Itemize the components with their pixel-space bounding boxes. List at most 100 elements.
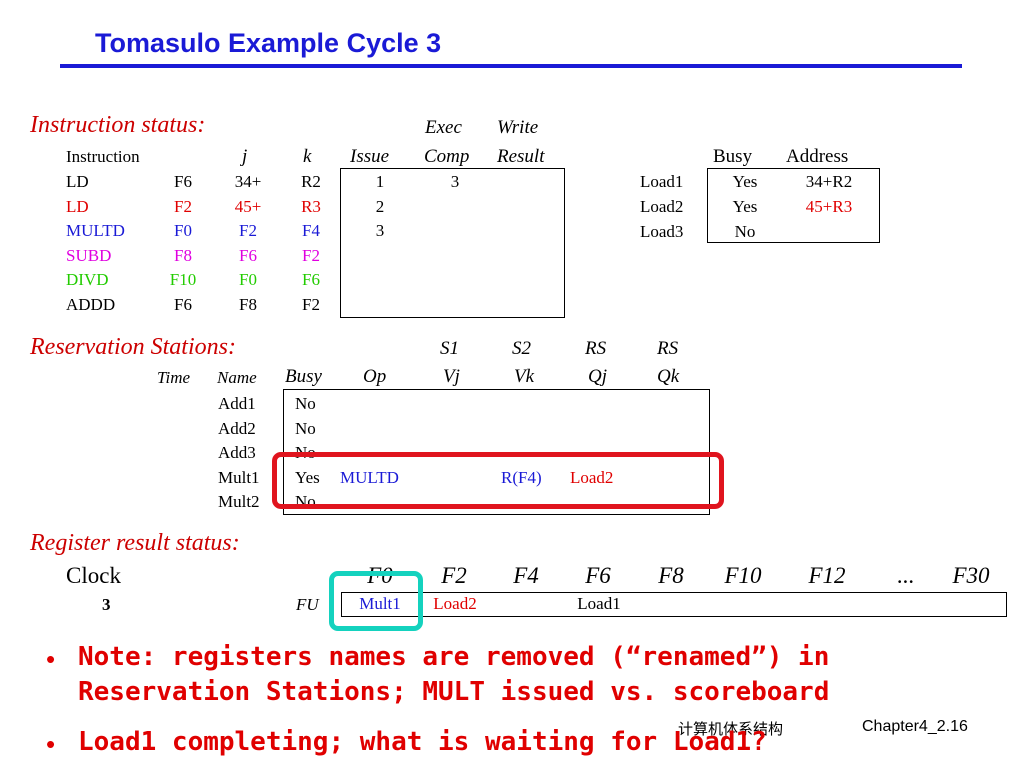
rs-name: Add1 [218,394,256,413]
load-name: Load1 [640,172,684,191]
instr-cell-j: F2 [239,221,257,240]
instr-cell-k: F2 [302,245,320,265]
rs-header-vj: Vj [443,366,460,387]
mult1-highlight [272,452,724,509]
instr-cell-op: LD [66,172,89,191]
col-header-k: k [303,146,312,167]
bullet-2: • [46,729,56,759]
register-header: F12 [808,563,846,588]
rs-header-qk: Qk [657,366,680,387]
instr-cell-k: F4 [302,221,320,240]
rs-header-busy: Busy [285,366,322,387]
load-buffer-box [707,168,880,243]
rs-busy: Yes [295,467,320,487]
load-address: 34+R2 [805,172,853,191]
instr-cell-j: F0 [239,270,257,289]
instr-cell-op: LD [66,196,89,216]
clock-label: Clock [66,563,121,588]
register-fu-value: Load2 [433,594,477,613]
rs-top-header-s1: S1 [440,338,459,359]
rs-header-op: Op [363,366,387,387]
instr-cell-op: ADDD [66,294,116,314]
footer-course: 计算机体系结构 [678,720,784,738]
register-status-box [341,592,1007,617]
register-header: F30 [952,563,990,588]
col-header-j: j [242,146,248,167]
instr-cell-j: F8 [239,294,257,314]
instr-cell-op: DIVD [66,270,109,289]
rs-header-time: Time [157,368,191,387]
rs-top-header-s2: S2 [512,338,531,359]
reservation-stations-label: Reservation Stations: [30,334,236,360]
instr-cell-issue: 1 [375,172,385,191]
f0-highlight [329,571,423,631]
col-header-issue: Issue [350,146,390,167]
instr-cell-dst: F2 [174,196,192,216]
footer-chapter: Chapter4_2.16 [862,718,968,735]
instr-cell-comp: 3 [450,172,460,191]
instr-cell-j: F6 [239,245,257,265]
col-header-instruction: Instruction [66,147,140,166]
note-1-line-1: Note: registers names are removed (“rena… [78,642,830,672]
instr-cell-k: R2 [301,172,321,191]
write-header: Write [497,117,539,138]
load-busy: Yes [732,197,758,216]
col-header-comp: Comp [424,146,470,167]
col-header-result: Result [497,146,545,167]
col-header-busy-load: Busy [713,146,753,167]
rs-header-vk: Vk [514,366,535,387]
rs-top-header-rs2: RS [657,338,679,359]
register-header: F8 [658,563,684,588]
bullet-1: • [46,644,56,674]
instr-cell-dst: F6 [174,172,192,191]
exec-header: Exec [425,117,462,138]
rs-name: Add2 [218,418,256,438]
rs-top-header-rs1: RS [585,338,607,359]
register-header: F2 [441,563,467,588]
instr-cell-issue: 2 [375,196,385,216]
instruction-status-label: Instruction status: [30,112,206,138]
title-underline [60,64,962,68]
rs-name: Add3 [218,443,256,462]
register-fu-value: Load1 [577,594,621,613]
register-header: F4 [513,563,539,588]
instr-cell-j: 45+ [234,196,262,216]
register-header: ... [897,563,915,588]
rs-op: MULTD [340,467,399,487]
rs-qj: Load2 [570,467,614,487]
rs-header-qj: Qj [588,366,607,387]
register-result-status-label: Register result status: [30,530,240,556]
register-header: F6 [585,563,611,588]
clock-value: 3 [102,595,111,614]
rs-busy: No [295,394,316,413]
rs-header-name: Name [217,368,257,387]
instr-cell-dst: F8 [174,245,192,265]
instr-cell-dst: F6 [174,294,192,314]
load-address: 45+R3 [805,197,853,216]
col-header-address: Address [786,146,849,167]
slide-title: Tomasulo Example Cycle 3 [95,28,442,58]
load-busy: No [734,222,756,241]
load-busy: Yes [732,172,758,191]
rs-name: Mult1 [218,467,260,487]
load-name: Load3 [640,222,684,241]
instr-cell-op: MULTD [66,221,125,240]
instr-cell-dst: F10 [169,270,197,289]
instr-cell-k: F2 [302,294,320,314]
load-name: Load2 [640,197,684,216]
instr-cell-issue: 3 [375,221,385,240]
note-1-line-2: Reservation Stations; MULT issued vs. sc… [78,677,830,707]
register-fu-value: Mult1 [359,594,401,613]
instr-cell-op: SUBD [66,245,112,265]
instruction-status-box [340,168,565,318]
note-2: Load1 completing; what is waiting for Lo… [78,727,767,757]
instr-cell-j: 34+ [234,172,262,191]
fu-label: FU [296,595,319,614]
instr-cell-k: R3 [301,196,321,216]
register-header: F10 [724,563,762,588]
rs-busy: No [295,418,316,438]
instr-cell-k: F6 [302,270,320,289]
rs-vk: R(F4) [501,467,542,487]
rs-name: Mult2 [218,492,260,511]
instr-cell-dst: F0 [174,221,192,240]
